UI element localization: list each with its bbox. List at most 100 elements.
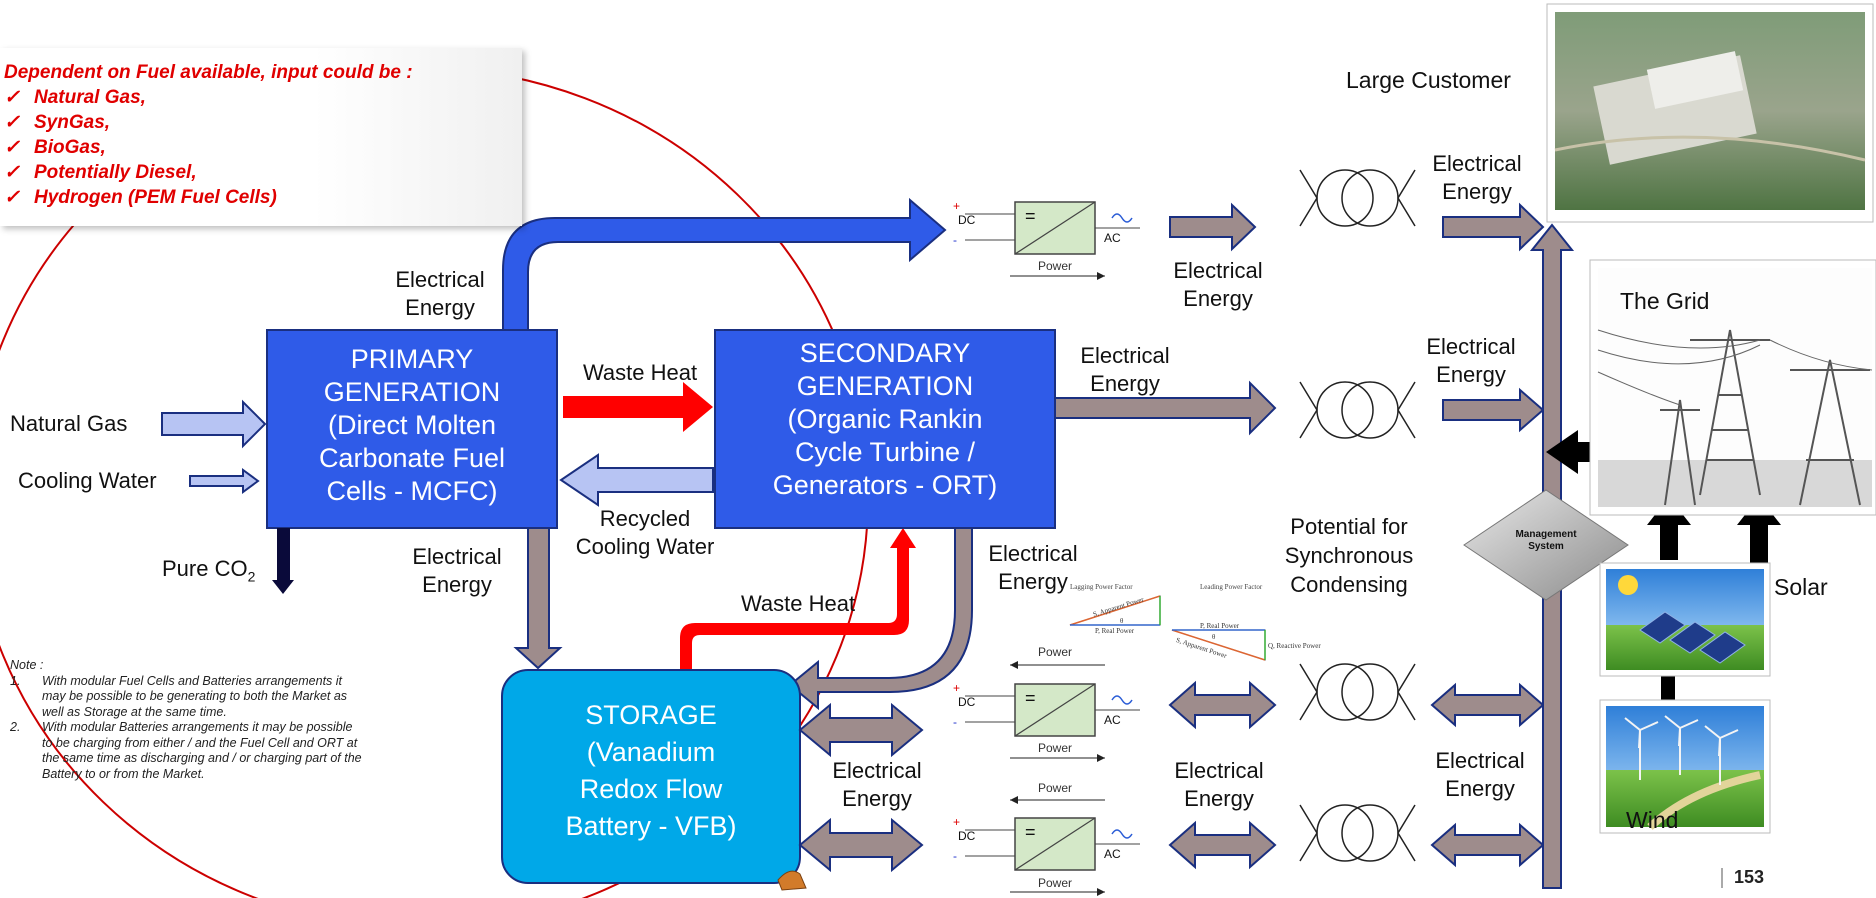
theta-label: θ [1120,617,1124,625]
storage-text: STORAGE (Vanadium Redox Flow Battery - V… [502,697,800,845]
note-line: With modular Batteries arrangements it m… [42,720,353,734]
inverter-eq: = [1025,688,1036,708]
wind-photo [1599,699,1771,834]
waste-heat-label: Waste Heat [582,360,698,385]
label-line: Electrical [1080,343,1170,368]
electrical-energy-label: Electrical Energy [1396,333,1546,389]
bidir-arrow-3 [1168,680,1277,730]
shoe-icon [777,870,807,891]
storage-line: (Vanadium [586,737,716,767]
theta-label: θ [1212,633,1216,641]
note-line: Battery to or from the Market. [42,766,205,781]
inverter-to-transformer-arrow-1 [1169,202,1257,252]
inverter-3 [965,796,1140,896]
inverter-ac: AC [1104,847,1121,861]
label-line: Electrical [988,541,1078,566]
fuel-item: Potentially Diesel, [34,162,197,183]
secondary-line: SECONDARY [799,338,971,368]
lagging-power-triangle [1069,595,1161,626]
electrical-energy-label: Electrical Energy [1050,342,1200,398]
primary-line: GENERATION [323,377,501,407]
electrical-energy-label: Electrical Energy [802,757,952,813]
label-line: Electrical [1426,334,1516,359]
electrical-energy-label: Electrical Energy [958,540,1108,596]
storage-bidir-arrow-2 [798,817,924,873]
label-line: Energy [1184,786,1254,811]
waste-heat-arrow [563,382,713,432]
lagging-power-factor-label: Lagging Power Factor [1070,583,1133,591]
leading-power-factor-label: Leading Power Factor [1200,583,1263,591]
storage-line: STORAGE [585,700,717,730]
label-line: Energy [1183,286,1253,311]
inverter-plus: + [953,815,961,829]
label-line: Energy [1442,179,1512,204]
inverter-power: Power [1038,645,1073,659]
waste-heat-label: Waste Heat [740,591,856,616]
fuel-heading: Dependent on Fuel available, input could… [4,62,413,83]
bidir-arrow-6 [1430,822,1545,868]
grid-label: The Grid [1620,288,1710,314]
inverter-dc: DC [958,213,976,227]
real-power-label: P, Real Power [1095,627,1135,635]
transformer-to-bus-arrow-1 [1442,202,1545,252]
inverter-minus: - [953,233,957,247]
label-line: Electrical [1432,151,1522,176]
inverter-minus: - [953,715,957,729]
waste-heat-return-arrow [680,528,916,670]
primary-line: Cells - MCFC) [326,476,498,506]
solar-right-arrow [1737,497,1781,580]
fuel-options-box: Dependent on Fuel available, input could… [0,48,522,226]
transformer-2 [1299,381,1416,439]
label-line: Energy [1445,776,1515,801]
primary-generation-text: PRIMARY GENERATION (Direct Molten Carbon… [267,343,557,508]
pure-co2-subscript: 2 [247,568,256,585]
large-customer-label: Large Customer [1346,67,1511,93]
electrical-energy-label: Electrical Energy [365,266,515,322]
fuel-item: BioGas, [34,137,106,158]
note-number: 1. [10,673,21,688]
secondary-line: GENERATION [796,371,974,401]
solar-photo [1599,562,1771,677]
inverter-power: Power [1038,781,1073,795]
electrical-energy-label: Electrical Energy [382,543,532,599]
secondary-line: Cycle Turbine / [794,437,976,467]
cooling-water-arrow [189,468,260,494]
electrical-energy-label: Electrical Energy [1144,757,1294,813]
natural-gas-arrow [161,399,267,449]
inverter-1 [965,201,1140,280]
inverter-plus: + [953,681,961,695]
inverter-dc: DC [958,695,976,709]
inverter-power: Power [1038,876,1073,890]
label-line: Energy [998,569,1068,594]
inverter-minus: - [953,849,957,863]
note-title: Note : [10,658,44,672]
reactive-power-label: Q, Reactive Power [1268,642,1321,650]
pure-co2-text: Pure CO [162,556,248,581]
potential-sync-label: Potential for Synchronous Condensing [1274,512,1424,599]
label-line: Electrical [395,267,485,292]
secondary-to-transformer-arrow [1054,380,1277,436]
inverter-dc: DC [958,829,976,843]
label-line: Energy [842,786,912,811]
transformer-to-bus-arrow-2 [1442,387,1545,433]
storage-box [501,669,801,884]
leading-power-triangle [1171,629,1266,661]
cooling-water-label: Cooling Water [18,468,157,493]
wind-label: Wind [1626,807,1679,833]
note-item: 1. With modular Fuel Cells and Batteries… [10,674,465,721]
fuel-item: Hydrogen (PEM Fuel Cells) [34,187,277,208]
fuel-item: SynGas, [34,112,111,133]
secondary-line: Generators - ORT) [772,470,998,500]
electrical-energy-label: Electrical Energy [1402,150,1552,206]
fuel-item-check: ✓ [4,137,20,158]
label-line: Electrical [412,544,502,569]
recycled-cooling-label: Recycled Cooling Water [565,505,725,561]
large-customer-photo [1546,3,1874,223]
storage-bidir-arrow-1 [798,702,924,758]
fuel-item-check: ✓ [4,112,20,133]
fuel-item-check: ✓ [4,187,20,208]
secondary-generation-box [714,329,1056,529]
storage-line: Redox Flow [579,774,723,804]
label-line: Energy [405,295,475,320]
